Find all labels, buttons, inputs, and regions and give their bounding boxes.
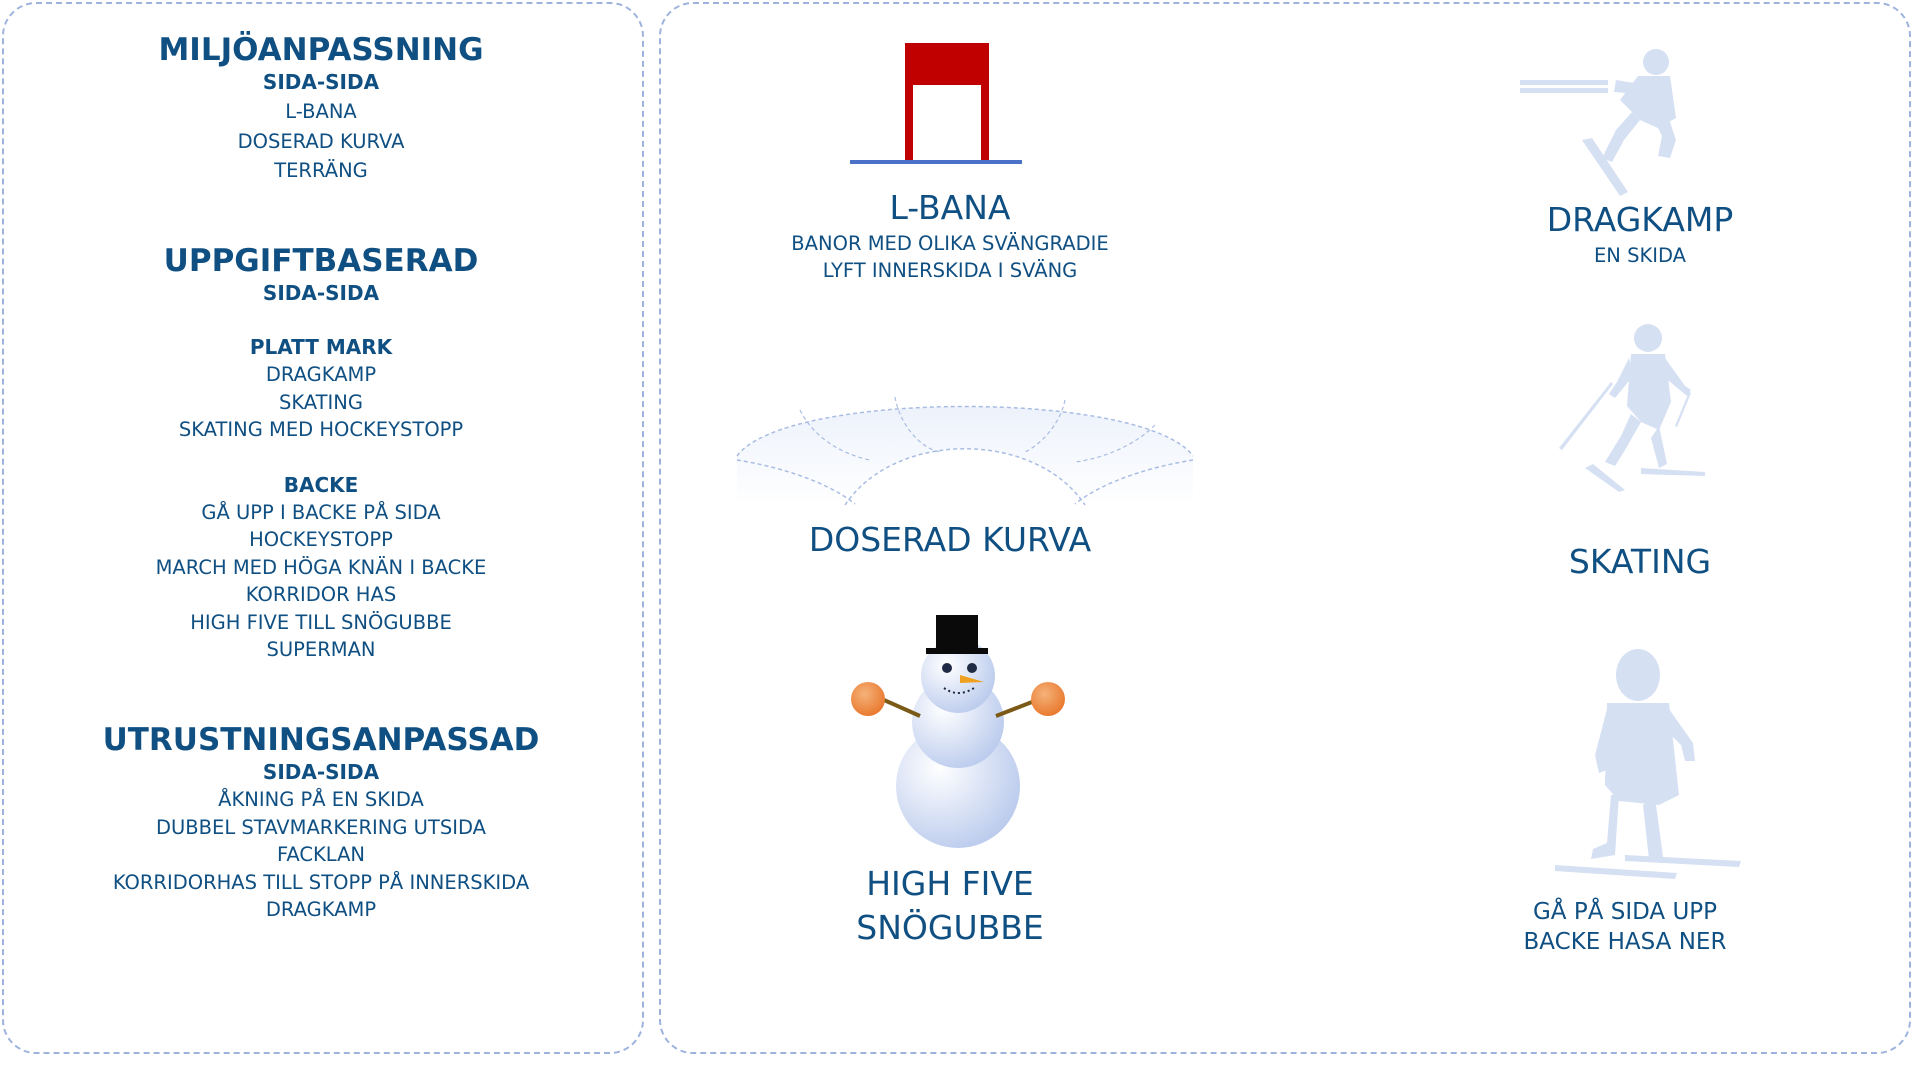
gapasida-line: GÅ PÅ SIDA UPP [1532,899,1718,925]
child-skier-icon [1555,649,1741,879]
list-item: TERRÄNG [274,159,368,182]
lbana-block: L-BANA BANOR MED OLIKA SVÄNGRADIE LYFT I… [760,186,1140,284]
list-item: L-BANA [285,100,357,123]
lbana-title: L-BANA [889,188,1011,227]
snogubbe-line: SNÖGUBBE [856,908,1044,947]
snogubbe-block: HIGH FIVE SNÖGUBBE [760,862,1140,950]
list-item: HIGH FIVE TILL SNÖGUBBE [190,610,452,634]
list-item: HOCKEYSTOPP [249,528,393,551]
list-item: FACKLAN [276,843,366,866]
list-item: KORRIDOR HAS [245,583,397,606]
group-title: BACKE [283,472,359,497]
dragkamp-block: DRAGKAMP EN SKIDA [1450,198,1830,269]
section-uppgiftbaserad: UPPGIFTBASERAD SIDA-SIDA PLATT MARK DRAG… [0,241,642,664]
section-utrustningsanpassad: UTRUSTNINGSANPASSAD SIDA-SIDA ÅKNING PÅ … [0,720,642,924]
dragkamp-title: DRAGKAMP [1546,200,1734,239]
section-sub: SIDA-SIDA [262,281,380,305]
list-item: DUBBEL STAVMARKERING UTSIDA [156,815,486,839]
list-item: DRAGKAMP [265,898,377,921]
list-item: DOSERAD KURVA [237,129,405,153]
left-panel [2,2,644,1054]
section-title: UTRUSTNINGSANPASSAD [102,722,540,758]
section-sub: SIDA-SIDA [262,760,380,784]
list-item: SKATING [278,390,363,414]
skier-skating-icon [1559,324,1705,492]
banked-curve-icon [736,396,1194,506]
list-item: KORRIDORHAS TILL STOPP PÅ INNERSKIDA [112,870,530,894]
skating-title: SKATING [1568,542,1712,581]
section-miljoanpassning: MILJÖANPASSNING SIDA-SIDA L-BANA DOSERAD… [0,30,642,185]
gapasida-block: GÅ PÅ SIDA UPP BACKE HASA NER [1450,897,1800,957]
section-title: UPPGIFTBASERAD [163,243,479,279]
dragkamp-sub: EN SKIDA [1593,244,1687,267]
section-sub: SIDA-SIDA [262,70,380,94]
gapasida-line: BACKE HASA NER [1523,929,1727,955]
list-item: SUPERMAN [266,638,376,661]
list-item: GÅ UPP I BACKE PÅ SIDA [201,500,441,524]
list-item: ÅKNING PÅ EN SKIDA [218,788,424,811]
doserad-title: DOSERAD KURVA [808,520,1092,559]
right-panel [659,2,1911,1054]
skier-pulling-icon [1520,49,1676,196]
list-item: SKATING MED HOCKEYSTOPP [178,418,464,441]
slalom-gate-icon [850,43,1022,164]
snowman-icon [851,615,1065,848]
lbana-line: BANOR MED OLIKA SVÄNGRADIE [791,232,1109,255]
list-item: MARCH MED HÖGA KNÄN I BACKE [155,555,487,579]
lbana-line: LYFT INNERSKIDA I SVÄNG [822,259,1078,282]
list-item: DRAGKAMP [265,363,377,386]
section-title: MILJÖANPASSNING [158,32,484,68]
group-title: PLATT MARK [249,335,393,359]
snogubbe-line: HIGH FIVE [866,864,1034,903]
